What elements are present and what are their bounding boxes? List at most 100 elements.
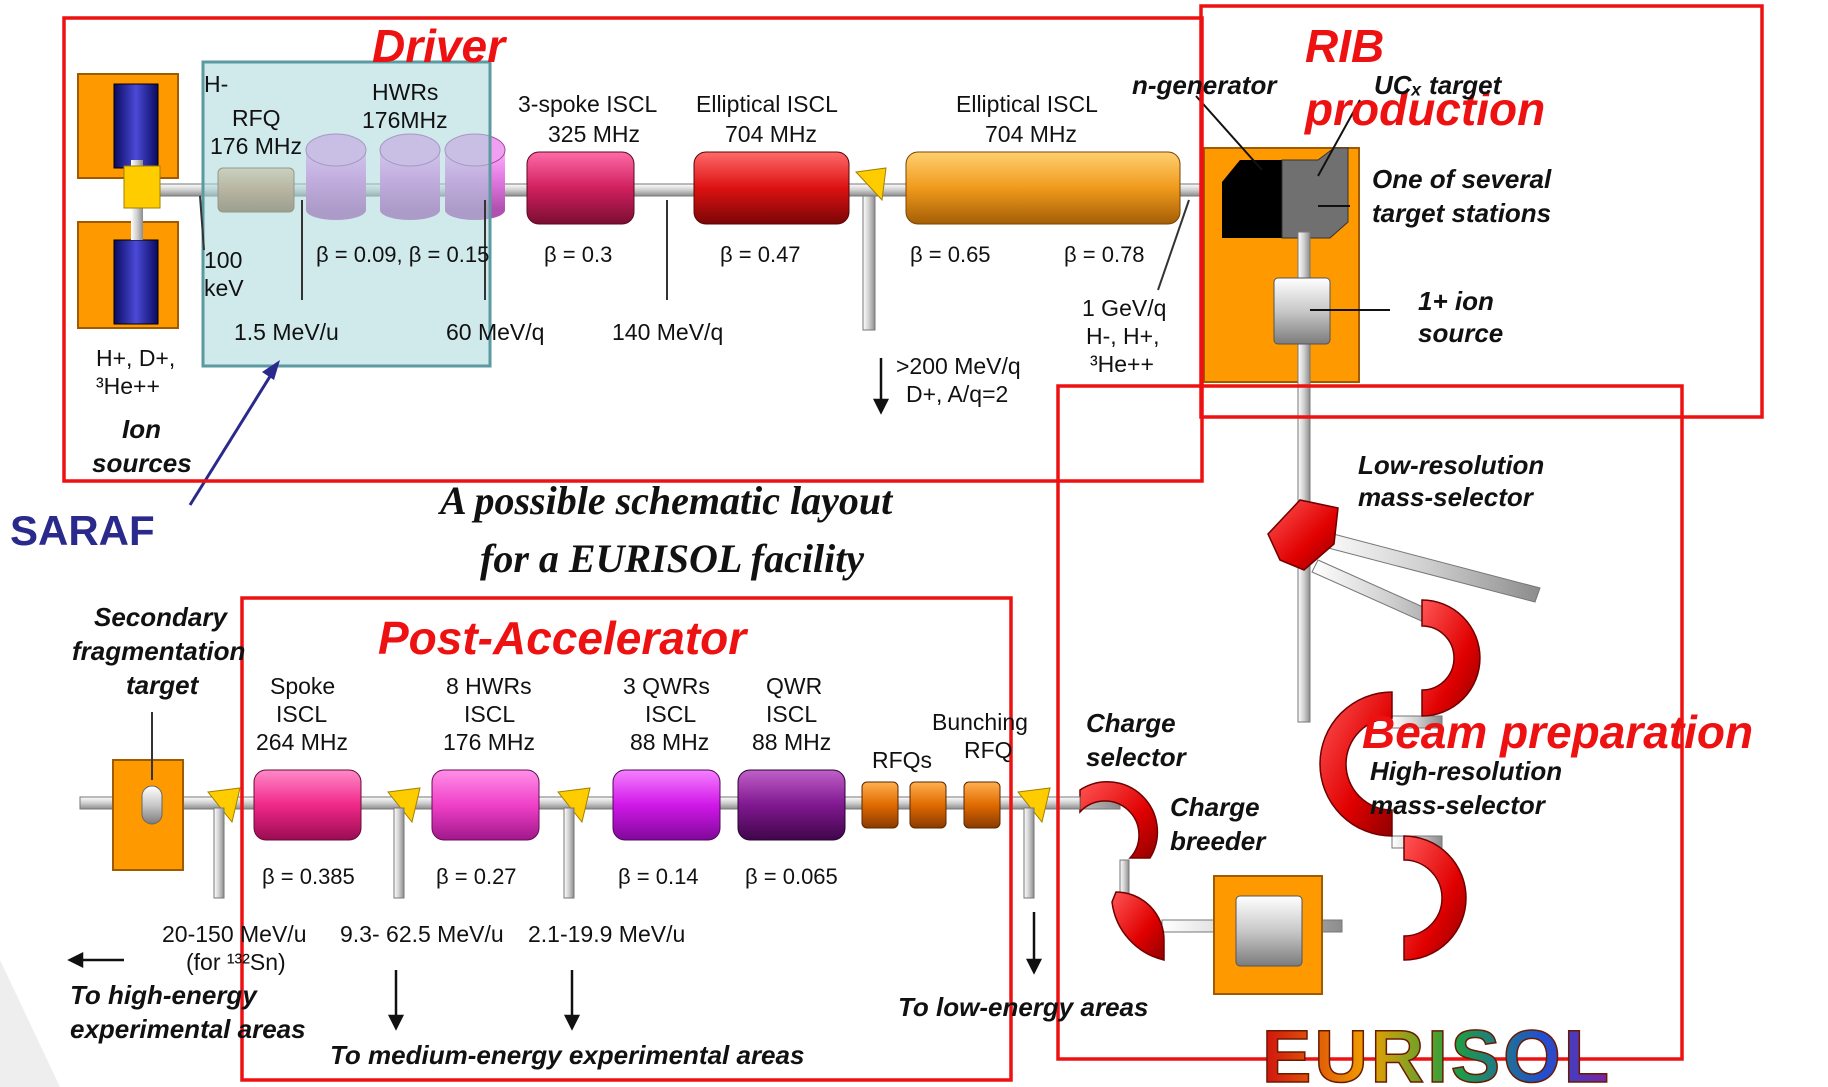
uc-pointer — [1317, 99, 1361, 177]
energy-high-1: 20-150 MeV/u — [162, 921, 306, 947]
charge-breeder-label-2: breeder — [1170, 826, 1267, 856]
post-spoke-label-1: Spoke — [270, 673, 335, 699]
post-hwr-label-1: 8 HWRs — [446, 673, 532, 699]
secondary-label-3: target — [126, 670, 200, 700]
ell1-label-2: 704 MHz — [725, 121, 817, 147]
rib-title-line2: production — [1303, 83, 1545, 135]
uc-target-block — [1281, 147, 1349, 239]
caption-line2: for a EURISOL facility — [480, 536, 864, 581]
energy-mid: 9.3- 62.5 MeV/u — [340, 921, 504, 947]
spoke-label-2: 325 MHz — [548, 121, 640, 147]
saraf-arrow — [188, 369, 276, 506]
driver-title: Driver — [372, 20, 507, 72]
low-res-label-1: Low-resolution — [1358, 450, 1544, 480]
charge-breeder — [1235, 895, 1303, 967]
post-qwr-label-2: ISCL — [766, 701, 817, 727]
post-hwr-label-2: ISCL — [464, 701, 515, 727]
rfqs-label: RFQs — [872, 747, 932, 773]
elliptical-iscl-1 — [693, 151, 850, 225]
energy-60: 60 MeV/q — [446, 319, 544, 345]
post-spoke-iscl — [253, 769, 362, 841]
post-qwr-label-1: QWR — [766, 673, 822, 699]
post-hwr-iscl — [431, 769, 540, 841]
post-qwr-iscl — [737, 769, 846, 841]
saraf-arrowhead — [262, 360, 280, 380]
bunching-label-2: RFQ — [964, 737, 1013, 763]
hminus-label: H- — [204, 71, 228, 97]
beam-prep-title: Beam preparation — [1362, 706, 1753, 758]
hwr-label-1: HWRs — [372, 79, 438, 105]
uc-target-label: UCₓ target — [1374, 70, 1503, 100]
driver-marker-lines — [199, 195, 1190, 300]
spoke-iscl-driver — [526, 151, 635, 225]
secondary-label-1: Secondary — [94, 602, 228, 632]
low-res-label-2: mass-selector — [1358, 482, 1535, 512]
ion-source-label-2: source — [1418, 318, 1503, 348]
bending-magnets — [1079, 499, 1481, 961]
background-shape — [0, 960, 60, 1087]
high-res-label-2: mass-selector — [1370, 790, 1547, 820]
beta-spoke: β = 0.3 — [544, 242, 612, 267]
gev-label-1: 1 GeV/q — [1082, 295, 1166, 321]
gev-label-2: H-, H+, — [1086, 323, 1159, 349]
ell2-label-2: 704 MHz — [985, 121, 1077, 147]
elliptical-iscl-2 — [905, 151, 1181, 225]
rfq-label-2: 176 MHz — [210, 133, 302, 159]
post-kickers — [207, 787, 1051, 824]
post-rfqs — [861, 781, 1001, 829]
post-qwr3-label-2: ISCL — [645, 701, 696, 727]
switch-yard — [123, 165, 161, 209]
to-low: To low-energy areas — [898, 992, 1148, 1022]
post-qwr3-label-1: 3 QWRs — [623, 673, 710, 699]
post-beta-qwr: β = 0.065 — [745, 864, 838, 889]
energy-1p5: 1.5 MeV/u — [234, 319, 339, 345]
hwr-label-2: 176MHz — [362, 107, 448, 133]
energy-140: 140 MeV/q — [612, 319, 723, 345]
secondary-label-2: fragmentation — [72, 636, 245, 666]
caption-line1: A possible schematic layout — [437, 478, 894, 523]
high-res-label-1: High-resolution — [1370, 756, 1562, 786]
post-spoke-label-2: ISCL — [276, 701, 327, 727]
energy-200-1: >200 MeV/q — [896, 353, 1021, 379]
ion-source-label-1: 1+ ion — [1418, 286, 1494, 316]
post-beta-qwr3: β = 0.14 — [618, 864, 699, 889]
bunching-label-1: Bunching — [932, 709, 1028, 735]
post-qwr3-iscl — [612, 769, 721, 841]
stations-label-1: One of several — [1372, 164, 1552, 194]
kev-label-1: 100 — [204, 247, 242, 273]
kev-label-2: keV — [204, 275, 244, 301]
extraction-pipe — [862, 195, 876, 331]
post-title: Post-Accelerator — [378, 612, 748, 664]
beta-hwr: β = 0.09, β = 0.15 — [316, 242, 489, 267]
post-hwr-label-3: 176 MHz — [443, 729, 535, 755]
rib-title-line1: RIB — [1305, 20, 1384, 72]
direction-arrows — [67, 358, 1043, 1031]
to-medium: To medium-energy experimental areas — [330, 1040, 804, 1070]
ell1-label-1: Elliptical ISCL — [696, 91, 838, 117]
beta-ell1: β = 0.47 — [720, 242, 801, 267]
ion-sources-2: sources — [92, 448, 192, 478]
post-qwr-label-3: 88 MHz — [752, 729, 831, 755]
energy-200-2: D+, A/q=2 — [906, 381, 1008, 407]
ion-source-lower — [77, 221, 179, 329]
eurisol-logo: EURISOL — [1262, 1015, 1612, 1087]
saraf-label: SARAF — [10, 507, 155, 554]
charge-breeder-label-1: Charge — [1170, 792, 1260, 822]
energy-low: 2.1-19.9 MeV/u — [528, 921, 685, 947]
post-extraction-pipes — [213, 807, 1035, 899]
post-spoke-label-3: 264 MHz — [256, 729, 348, 755]
ion-species-2: ³He++ — [96, 373, 160, 399]
rib-vertical-pipe — [1297, 231, 1311, 723]
post-beta-spoke: β = 0.385 — [262, 864, 355, 889]
ion-source-upper — [77, 73, 179, 179]
ell2-label-1: Elliptical ISCL — [956, 91, 1098, 117]
secondary-target — [112, 712, 184, 871]
n-generator-block — [1222, 160, 1296, 238]
energy-high-2: (for ¹³²Sn) — [186, 949, 286, 975]
charge-selector-label-2: selector — [1086, 742, 1188, 772]
charge-selector-label-1: Charge — [1086, 708, 1176, 738]
ion-species-1: H+, D+, — [96, 345, 175, 371]
rfq-label-1: RFQ — [232, 105, 281, 131]
extraction-kicker — [854, 167, 887, 202]
to-high-1: To high-energy — [70, 980, 258, 1010]
